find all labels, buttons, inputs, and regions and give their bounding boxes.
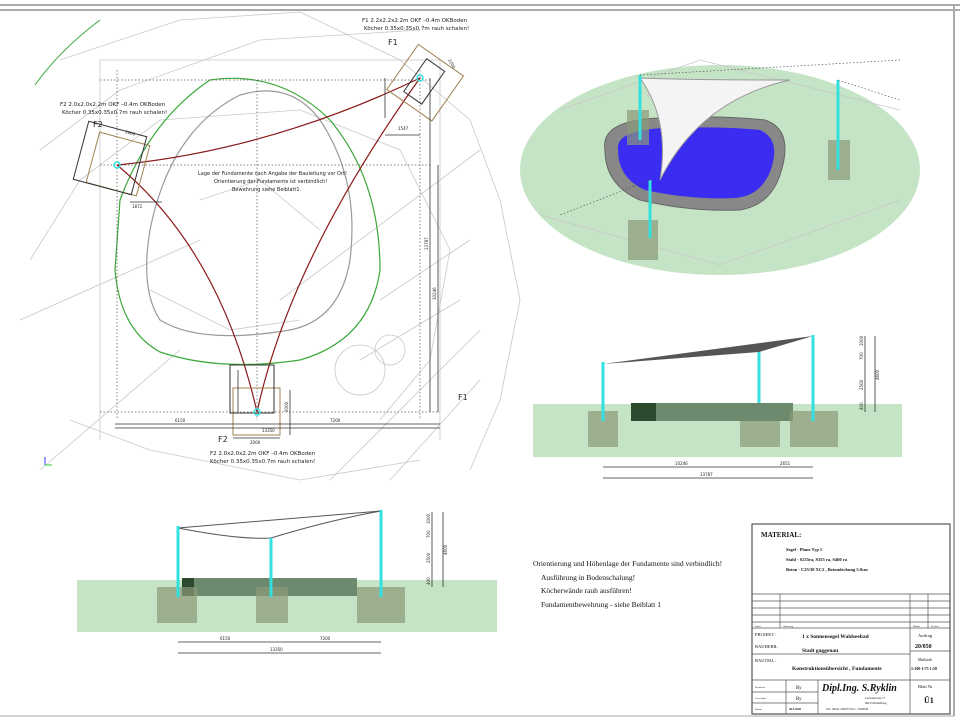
note-1: Orientierung und Höhenlage der Fundament… [533,559,722,568]
bauteil-label: BAUTEIL : [755,658,776,663]
isometric-3d-view [520,59,920,275]
plan-view [19,11,521,481]
dim-f1-size: 2200 [447,58,457,70]
blatt-label: Blatt Nr [918,684,933,689]
auftrag-value: 20/050 [915,644,932,650]
f2-bottom-spec-line-1: F2 2.0x2.0x2.2m OKF –0.4m OKBoden [210,451,316,457]
dim-f1-width: 1547 [398,126,409,131]
front-dim-b: 7200 [320,636,331,641]
sail-membrane [639,77,791,181]
front-dim-h3: 2500 [426,552,431,563]
blatt-value: Ü1 [924,696,934,705]
projekt-label: PROJEKT : [755,632,777,637]
dim-f2a-width: 1872 [132,204,143,209]
green-boundary [114,77,381,366]
massstab-label: Maßstab [918,657,932,662]
note-2: Ausführung in Bodenschalung! [541,573,635,582]
material-stahl: Stahl - S235ra, S355 ra, S460 ra [786,557,848,562]
dim-v2: 10246 [432,287,437,300]
f2-left-spec-line-1: F2 2.0x2.0x2.2m OKF –0.4m OKBoden [60,102,166,108]
gezeichnet-label: Gezeichnet [755,697,767,700]
front-dim-h4: 400 [426,577,431,585]
front-dim-h-total: 4600 [443,544,448,555]
datum-value: 30.5.2020 [789,707,802,711]
f2-bottom-label: F2 [218,435,228,444]
dim-total: 13350 [262,428,275,433]
bauherr-label: BAUHERR: [755,644,778,649]
plan-note-2: Orientierung der Fundamente ist verbindl… [214,179,327,185]
site-background-lines [19,11,521,481]
rev-header-change: Änderung [783,625,794,628]
foundation-f1 [384,43,465,136]
note-3: Köcherwände rauh ausführen! [541,586,632,595]
plan-side-f1-label: F1 [458,393,468,402]
title-block [751,523,951,715]
dim-right: 7200 [330,418,341,423]
pool-water [617,127,775,199]
side-dim-total: 13787 [700,472,713,477]
front-dim-total: 13350 [270,647,283,652]
f2-left-label: F2 [93,120,103,129]
address-line-2: 69123 Heidelberg [865,701,887,705]
side-dim-h3: 2500 [859,379,864,390]
bearbeitet-label: Bearbeitet [755,686,766,689]
foundation-f2-bottom [229,364,281,436]
bearbeitet-value: Ry [796,686,802,691]
engineer-name: Dipl.Ing. S.Ryklin [821,683,897,694]
datum-label: Datum [755,708,762,711]
f2-bottom-spec-line-2: Köcher 0.35x0.35x0.7m rauh schalen! [210,459,315,465]
auftrag-label: Auftrag [918,633,933,638]
side-elevation-view [533,335,902,479]
phone-fax: Tel.: 06221-450075 Fax: -7045048 [826,707,868,711]
dim-f2-size: 2000 [125,129,137,137]
sheet-frame [0,4,960,717]
side-dim-b: 2651 [780,461,791,466]
f2-left-spec-line-2: Köcher 0.35x0.35x0.7m rauh schalen! [62,110,167,116]
bauteil-value: Konstruktionsübersicht , Fundamente [792,666,882,672]
axis-lines [100,70,440,420]
rev-header-index: Index [755,625,761,628]
f1-label: F1 [388,38,398,47]
note-4: Fundamentbewehrung - siehe Beiblatt 1 [541,600,661,609]
gezeichnet-value: Ry [796,697,802,702]
material-heading: MATERIAL: [761,531,801,539]
dim-f2-height: 2000 [284,401,289,412]
side-dim-h4: 400 [859,402,864,410]
f1-spec-line-2: Köcher 0.35x0.35x0.7m rauh schalen! [364,26,469,32]
foundation-f2-left [72,120,162,203]
rev-header-sign: Zeichen [931,625,940,628]
plan-note-3: Bewehrung siehe Beiblatt1. [232,187,302,193]
plan-dimensions [115,78,440,439]
front-dim-a: 6150 [220,636,231,641]
front-dim-h2: 700 [426,530,431,538]
side-dim-a: 10246 [675,461,688,466]
bauherr-value: Stadt gaggenau [802,648,838,654]
side-dim-h1: 1000 [859,335,864,346]
plan-note-1: Lage der Fundamente nach Angabe der Baul… [198,171,347,177]
dim-left: 6150 [175,418,186,423]
massstab-value: 1:100 1:75 1:50 [911,666,937,671]
dim-f2-width: 2000 [250,440,261,445]
front-elevation-view [77,510,497,654]
dim-v1: 13787 [424,237,429,250]
general-notes: Orientierung und Höhenlage der Fundament… [533,559,722,609]
address-line-1: Lucienstrasse 17 [865,696,886,700]
projekt-value: 1 x Sonnensegel Waldseebad [802,634,869,640]
axis-triad-icon [44,457,52,466]
material-segel: Segel - Plane Typ I [786,547,822,552]
sail-cables [116,77,421,413]
f1-spec-line-1: F1 2.2x2.2x2.2m OKF –0.4m OKBoden [362,18,468,24]
material-beton: Beton - C25/30 XC2 , Betondeckung 5.0cm [786,567,868,572]
pool-outline [146,90,353,337]
rev-header-date: Datum [913,625,920,628]
side-dim-h2: 700 [859,352,864,360]
front-dim-h1: 1000 [426,513,431,524]
side-dim-h-total: 4600 [875,369,880,380]
